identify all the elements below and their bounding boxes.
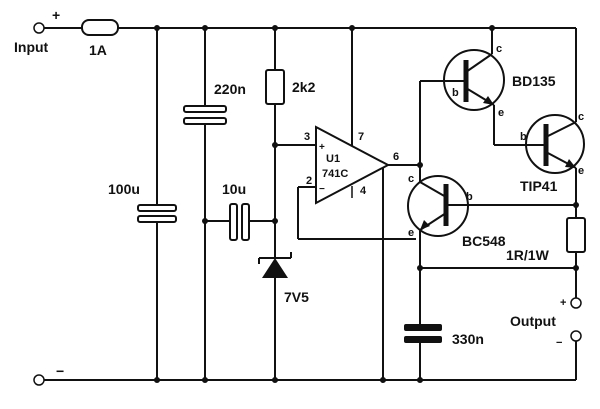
capacitor-10u: [205, 203, 275, 241]
transistor-bd135: [419, 28, 544, 165]
output-plus-terminal: [570, 297, 582, 309]
opamp-741c: [275, 28, 420, 380]
c220n-label: 220n: [214, 81, 246, 97]
bc548-b-label: b: [466, 191, 473, 203]
output-label: Output: [510, 313, 556, 329]
input-plus-label: +: [52, 7, 60, 23]
pin4-label: 4: [360, 185, 367, 197]
input-minus-label: −: [56, 363, 64, 379]
pin3-label: 3: [304, 131, 310, 143]
opamp-minus-label: −: [319, 184, 325, 195]
output-plus-label: +: [560, 297, 566, 309]
pin7-label: 7: [358, 131, 364, 143]
c100u-label: 100u: [108, 181, 140, 197]
output-minus-terminal: [570, 330, 582, 342]
c10u-label: 10u: [222, 181, 246, 197]
resistor-2k2: [265, 28, 285, 258]
bd135-c-label: c: [496, 43, 502, 55]
fuse-label: 1A: [89, 42, 107, 58]
capacitor-220n: [183, 28, 227, 380]
positive-rail: [33, 19, 577, 122]
bc548-e-label: e: [408, 227, 414, 239]
bc548-c-label: c: [408, 173, 414, 185]
capacitor-100u: [137, 28, 177, 380]
bd135-e-label: e: [498, 107, 504, 119]
negative-rail: [33, 330, 582, 386]
tip41-b-label: b: [520, 131, 527, 143]
transistor-tip41: [525, 114, 585, 218]
bd135-b-label: b: [452, 87, 459, 99]
opamp-plus-label: +: [319, 142, 325, 153]
tip41-label: TIP41: [520, 178, 558, 194]
transistor-bc548: [407, 165, 576, 324]
pin2-label: 2: [306, 175, 312, 187]
pin6-label: 6: [393, 151, 399, 163]
fuse-symbol: [81, 19, 119, 36]
opamp-ref-label: U1: [326, 153, 340, 165]
input-minus-terminal: [33, 374, 45, 386]
r2k2-label: 2k2: [292, 79, 316, 95]
zener-label: 7V5: [284, 289, 309, 305]
zener-diode: [258, 252, 292, 380]
junction-dots: [154, 25, 579, 383]
tip41-e-label: e: [578, 165, 584, 177]
input-label: Input: [14, 39, 49, 55]
capacitor-330n: [404, 324, 442, 380]
c330n-label: 330n: [452, 331, 484, 347]
input-plus-terminal: [33, 22, 45, 34]
bd135-label: BD135: [512, 73, 556, 89]
bc548-label: BC548: [462, 233, 506, 249]
resistor-1r: [420, 217, 586, 309]
r1r-label: 1R/1W: [506, 247, 550, 263]
tip41-c-label: c: [578, 111, 584, 123]
opamp-type-label: 741C: [322, 168, 348, 180]
output-minus-label: −: [556, 337, 562, 349]
